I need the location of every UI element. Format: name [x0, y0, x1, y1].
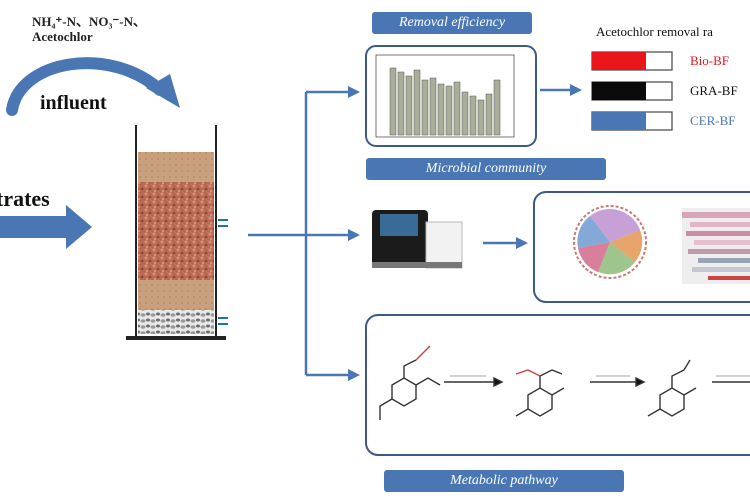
metabolic-pathway-label: Metabolic pathway [384, 470, 624, 492]
arrowhead-sequencing [516, 237, 528, 249]
arrowhead-legend [570, 84, 582, 96]
influent-line-2: Acetochlor [32, 29, 93, 44]
influent-line-1: NH₄⁺-N、NO₃⁻-N、 [32, 14, 146, 29]
influent-composition: NH₄⁺-N、NO₃⁻-N、 Acetochlor [32, 14, 146, 44]
microbial-community-label: Microbial community [366, 158, 606, 180]
substrates-label: trates [0, 186, 50, 211]
removal-efficiency-label: Removal efficiency [372, 12, 532, 34]
influent-label: influent [40, 92, 107, 114]
metabolic-pathway-panel [365, 314, 750, 456]
legend-label-gra: GRA-BF [690, 83, 738, 98]
arrowhead-metabolic [348, 369, 360, 381]
arrowhead-removal [348, 86, 360, 98]
influent-curved-arrow [6, 57, 180, 116]
circos-plot [573, 205, 647, 279]
bioreactor-column [126, 125, 228, 340]
legend-title: Acetochlor removal ra [596, 24, 713, 39]
molecule-structures [379, 345, 750, 420]
legend-swatches [591, 51, 673, 131]
legend-label-bio: Bio-BF [690, 53, 730, 68]
legend-label-cer: CER-BF [690, 113, 736, 128]
arrowhead-microbial [348, 229, 360, 241]
removal-bar-plot [375, 54, 515, 138]
substrates-arrow [0, 205, 92, 249]
sequencer-device [372, 210, 463, 269]
heatmap-plot [682, 208, 750, 284]
branch-arrows [248, 88, 572, 377]
